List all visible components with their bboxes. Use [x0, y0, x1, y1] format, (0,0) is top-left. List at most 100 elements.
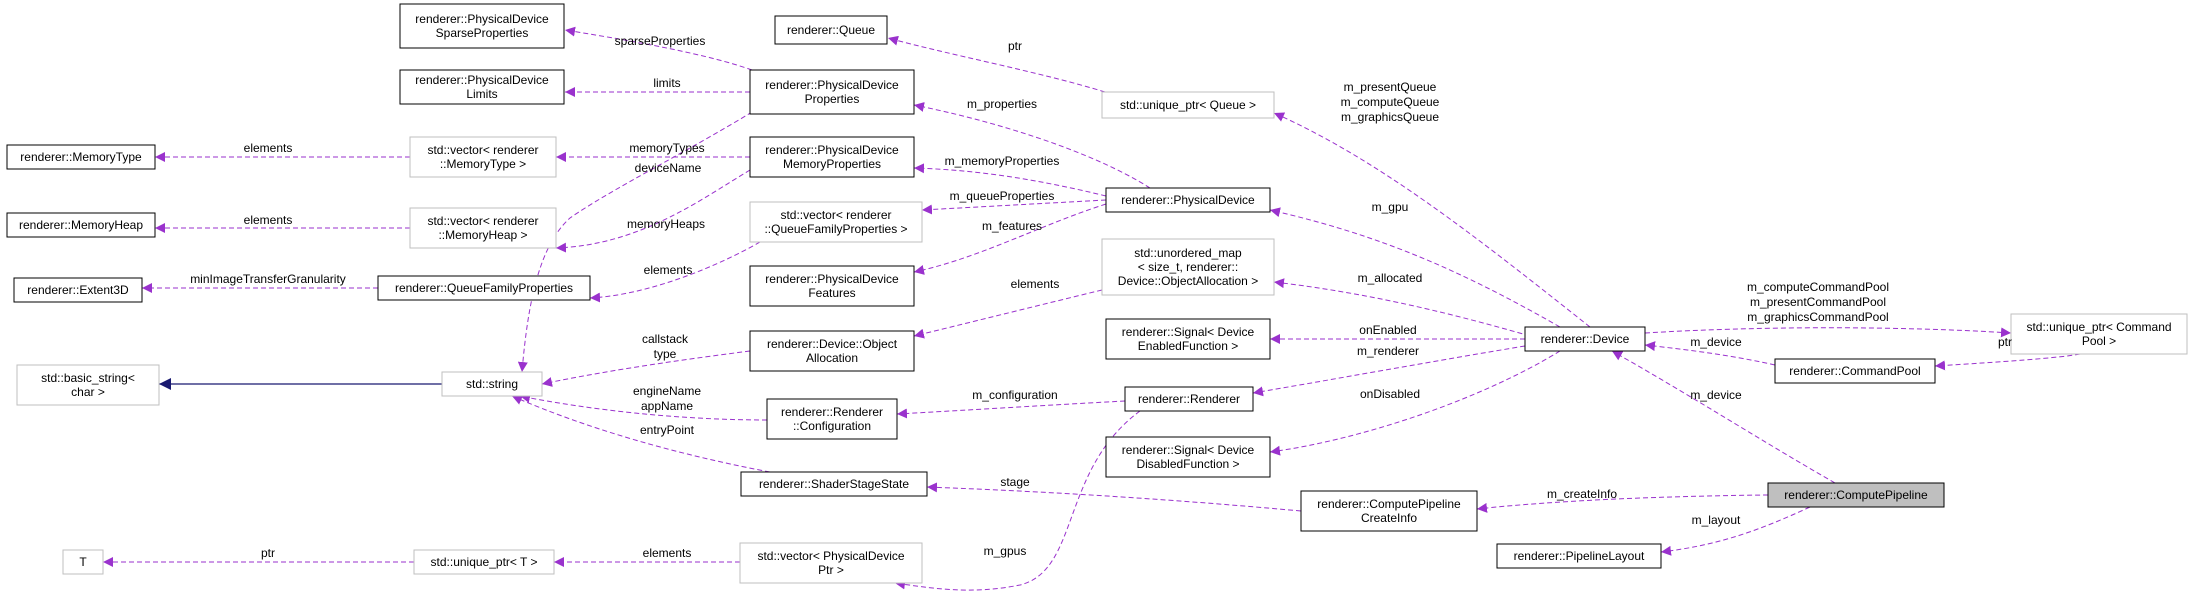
class-node-extent[interactable]: renderer::Extent3D [13, 277, 143, 303]
class-name-line: renderer::PhysicalDevice [765, 78, 899, 92]
class-box [1300, 490, 1478, 532]
class-box [441, 371, 543, 397]
class-name-line: renderer::MemoryHeap [19, 218, 143, 232]
class-name-line: renderer::ComputePipeline [1784, 488, 1928, 502]
edge-label: stage [1000, 475, 1030, 489]
edge-label: m_createInfo [1547, 487, 1617, 501]
edge-label: entryPoint [640, 423, 695, 437]
edge-cmd-mdevice [1644, 341, 1776, 366]
class-node-queue[interactable]: renderer::Queue [774, 15, 888, 45]
class-name-line: Device::ObjectAllocation > [1118, 274, 1258, 288]
edge-allocated [1273, 278, 1531, 337]
class-name-line: std::unique_ptr< Queue > [1120, 98, 1256, 112]
class-name-line: Ptr > [818, 563, 844, 577]
class-node-device[interactable]: renderer::Device [1524, 326, 1646, 352]
edge-label: m_graphicsQueue [1341, 110, 1439, 124]
edge-label: elements [1011, 277, 1060, 291]
class-box [1524, 326, 1646, 352]
class-name-line: MemoryProperties [783, 157, 881, 171]
class-name-line: std::unique_ptr< Command [2026, 320, 2171, 334]
edge-label: m_graphicsCommandPool [1747, 310, 1888, 324]
edge-label: type [654, 347, 677, 361]
edge-cmdpools [1644, 327, 2012, 338]
class-name-line: ::MemoryHeap > [438, 228, 527, 242]
class-node-vecqfp: std::vector< renderer::QueueFamilyProper… [749, 201, 923, 243]
class-name-line: char > [71, 385, 105, 399]
edge-stage [926, 482, 1302, 512]
class-node-uptrt: std::unique_ptr< T > [413, 549, 555, 575]
class-box [62, 549, 104, 575]
class-box [749, 136, 915, 178]
class-node-qfp[interactable]: renderer::QueueFamilyProperties [377, 275, 591, 301]
edge-label: m_gpu [1372, 200, 1409, 214]
class-box [6, 144, 156, 170]
class-box [16, 364, 160, 406]
class-node-rconfig[interactable]: renderer::Renderer::Configuration [766, 398, 898, 440]
edge-mprops [913, 102, 1151, 189]
class-name-line: EnabledFunction > [1138, 339, 1238, 353]
edge-label: m_gpus [984, 544, 1027, 558]
class-name-line: renderer::PhysicalDevice [765, 143, 899, 157]
class-node-stdstring: std::string [441, 371, 543, 397]
edge-label: m_presentQueue [1344, 80, 1437, 94]
edge-entry [511, 395, 771, 473]
class-node-cmdpool[interactable]: renderer::CommandPool [1774, 358, 1936, 384]
edges-layer [103, 26, 2081, 591]
class-node-memtype[interactable]: renderer::MemoryType [6, 144, 156, 170]
class-node-renderer[interactable]: renderer::Renderer [1124, 386, 1254, 412]
class-box [2010, 313, 2188, 355]
edge-label: m_computeQueue [1341, 95, 1440, 109]
class-node-objalloc[interactable]: renderer::Device::ObjectAllocation [749, 330, 915, 372]
edge-qfp-elems [589, 241, 761, 303]
edge-label: ptr [1008, 39, 1022, 53]
class-box [1496, 543, 1662, 569]
class-node-playout[interactable]: renderer::PipelineLayout [1496, 543, 1662, 569]
class-box [1767, 482, 1945, 508]
class-node-compute[interactable]: renderer::ComputePipeline [1767, 482, 1945, 508]
class-name-line: CreateInfo [1361, 511, 1417, 525]
class-name-line: Features [808, 286, 855, 300]
class-box [1101, 91, 1275, 119]
edge-label: ptr [1998, 335, 2012, 349]
class-node-sigenabled[interactable]: renderer::Signal< DeviceEnabledFunction … [1105, 318, 1271, 360]
class-name-line: std::vector< renderer [427, 143, 538, 157]
class-box [409, 136, 557, 178]
class-box [13, 277, 143, 303]
class-name-line: renderer::Signal< Device [1122, 325, 1255, 339]
class-box [409, 207, 557, 249]
edge-label: m_device [1690, 335, 1742, 349]
class-name-line: ::Configuration [793, 419, 871, 433]
class-name-line: renderer::CommandPool [1789, 364, 1920, 378]
class-node-memheap[interactable]: renderer::MemoryHeap [6, 212, 156, 238]
edge-label: memoryHeaps [627, 217, 705, 231]
edge-cp-mdevice [1611, 350, 1836, 484]
class-box [1105, 187, 1271, 213]
class-name-line: Properties [805, 92, 860, 106]
class-name-line: std::unique_ptr< T > [431, 555, 538, 569]
edge-label: appName [641, 399, 693, 413]
edge-mfeatures [913, 203, 1107, 275]
class-node-physdev[interactable]: renderer::PhysicalDevice [1105, 187, 1271, 213]
class-name-line: renderer::Renderer [1138, 392, 1240, 406]
class-node-sigdisabled[interactable]: renderer::Signal< DeviceDisabledFunction… [1105, 436, 1271, 478]
class-name-line: renderer::PhysicalDevice [415, 73, 549, 87]
class-node-shaderstage[interactable]: renderer::ShaderStageState [740, 471, 928, 497]
class-name-line: renderer::Device::Object [767, 337, 898, 351]
class-box [739, 542, 923, 584]
edge-sparse [564, 26, 753, 71]
edge-label: m_configuration [972, 388, 1057, 402]
edge-label: elements [244, 141, 293, 155]
class-name-line: renderer::PhysicalDevice [415, 12, 549, 26]
class-name-line: std::basic_string< [41, 371, 135, 385]
class-box [740, 471, 928, 497]
edge-queues [1273, 112, 1591, 328]
edge-objalloc [913, 289, 1103, 339]
edge-mqueueprops [921, 199, 1107, 215]
